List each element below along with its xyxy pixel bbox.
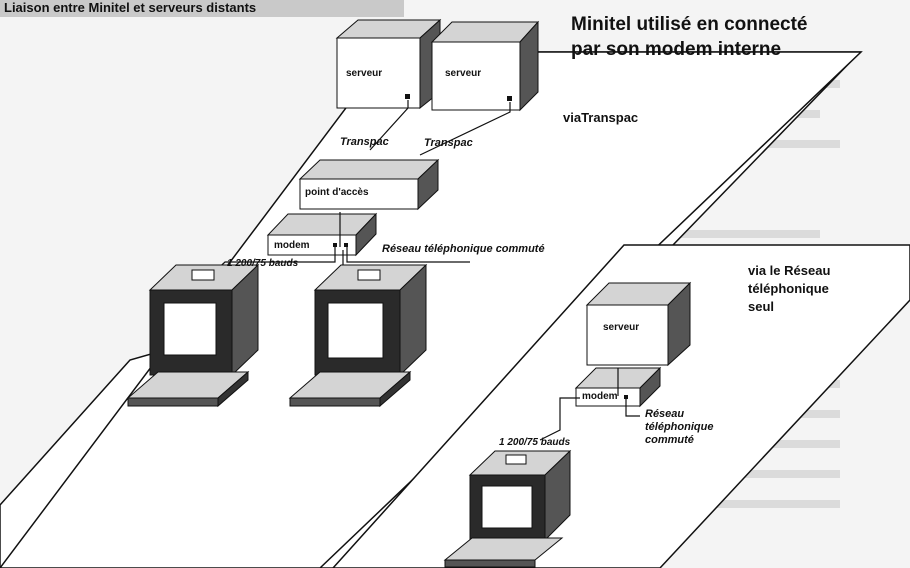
transpac-link-2	[419, 102, 511, 156]
server-label-3: serveur	[603, 322, 640, 333]
network-label-rtc: Réseau téléphonique commuté	[645, 408, 713, 447]
server-box-3	[585, 281, 692, 367]
title-line-2: par son modem interne	[571, 39, 782, 60]
server-label-2: serveur	[445, 68, 482, 79]
server-box-1	[335, 18, 442, 110]
baud-label-2: 1 200/75 bauds	[499, 437, 571, 448]
title-line-1: Minitel utilisé en connecté	[571, 14, 808, 35]
minitel-3	[443, 449, 572, 568]
minitel-2	[288, 263, 428, 408]
diagram-title: Minitel utilisé en connecté par son mode…	[571, 12, 871, 62]
section-transpac-label: viaTranspac	[563, 110, 639, 125]
modem-box-transpac	[266, 212, 378, 257]
access-point-label: point d'accès	[305, 187, 369, 198]
section-rtc-line-2: téléphonique	[748, 281, 829, 296]
modem-link-rtc	[346, 247, 470, 263]
network-label: Réseau téléphonique commuté	[382, 243, 545, 255]
network-label-rtc-1: Réseau	[645, 408, 685, 420]
section-rtc-line-3: seul	[748, 299, 775, 314]
modem-label-transpac: modem	[274, 240, 310, 251]
section-rtc-line-1: via le Réseau	[748, 263, 831, 278]
modem-label-rtc: modem	[582, 391, 618, 402]
minitel-1	[126, 263, 260, 408]
modem-rtc-link-minitel	[539, 397, 580, 441]
network-label-rtc-2: téléphonique	[645, 421, 714, 433]
transpac-label-1: Transpac	[340, 136, 389, 148]
server-label-1: serveur	[346, 68, 383, 79]
transpac-plane-main	[0, 51, 863, 568]
transpac-link-1	[369, 100, 409, 151]
section-rtc-label: via le Réseau téléphonique seul	[748, 262, 830, 316]
network-label-rtc-3: commuté	[645, 434, 694, 446]
access-point-box	[298, 158, 440, 211]
transpac-label-2: Transpac	[424, 137, 473, 149]
baud-label-1: 1 200/75 bauds	[227, 258, 299, 269]
modem-rtc-link-net	[625, 398, 640, 417]
caption-bar: Liaison entre Minitel et serveurs distan…	[0, 0, 404, 17]
server-box-2	[430, 20, 540, 112]
